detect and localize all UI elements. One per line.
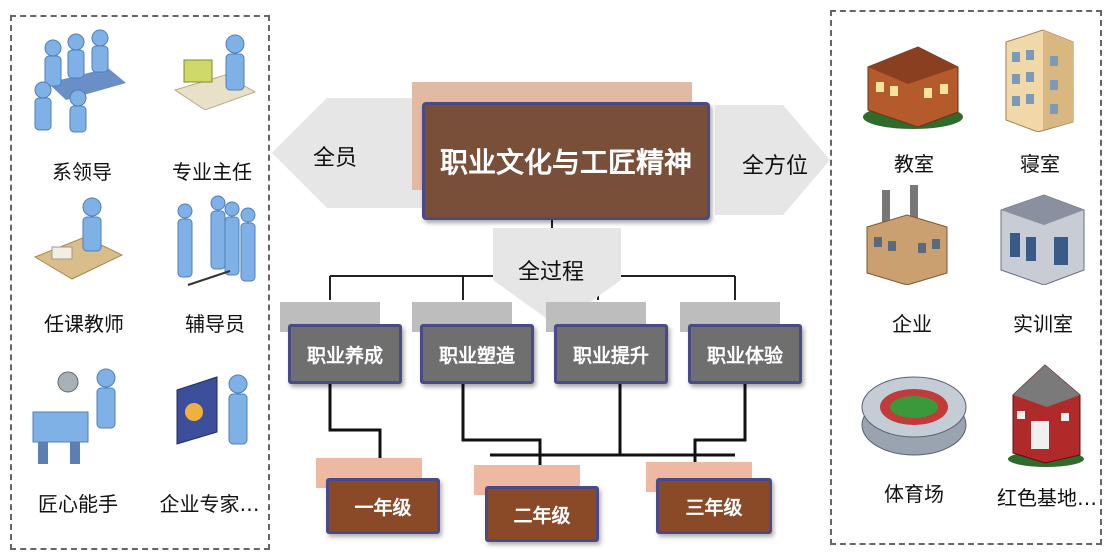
place-label-1: 教室 (894, 152, 934, 176)
desk-teacher-icon (33, 197, 124, 280)
grade-box-3: 三年级 (656, 478, 772, 534)
stage-label: 职业提升 (572, 344, 649, 367)
person-label-1: 系领导 (52, 160, 112, 184)
presenter-icon (176, 374, 248, 445)
down-arrow-label: 全过程 (518, 260, 585, 285)
place-label-6: 红色基地… (997, 486, 1097, 510)
computer-worker-icon (173, 34, 257, 111)
grade-box-2: 二年级 (485, 486, 599, 542)
standing-group-icon (177, 195, 256, 286)
grade-box-1: 一年级 (326, 478, 440, 534)
training-building-icon (1000, 194, 1085, 285)
person-label-5: 匠心能手 (38, 492, 118, 516)
right-arrow-label: 全方位 (742, 154, 809, 179)
grade-label: 二年级 (513, 504, 571, 527)
right-arrow-shape (715, 105, 830, 215)
person-label-4: 辅导员 (185, 312, 245, 336)
factory-icon (866, 185, 948, 285)
stadium-icon (861, 376, 967, 456)
red-barn-icon (1008, 364, 1084, 467)
classroom-building-icon (863, 46, 963, 129)
dormitory-building-icon (1005, 29, 1074, 132)
stage-box-1: 职业养成 (288, 324, 402, 384)
core-title-box: 职业文化与工匠精神 (422, 102, 710, 220)
person-label-6: 企业专家… (159, 492, 260, 516)
stage-box-3: 职业提升 (554, 324, 668, 384)
place-label-4: 实训室 (1013, 312, 1073, 336)
stage-box-4: 职业体验 (688, 324, 802, 384)
stage-box-2: 职业塑造 (420, 324, 534, 384)
down-arrow-shape (493, 228, 621, 326)
meeting-people-icon (34, 29, 126, 133)
left-arrow-shape (272, 98, 422, 208)
stage-label: 职业养成 (306, 344, 383, 367)
grade-label: 一年级 (354, 496, 412, 519)
people-panel (10, 15, 270, 550)
place-label-5: 体育场 (884, 482, 944, 506)
stage-label: 职业塑造 (438, 344, 515, 367)
machine-operator-icon (32, 368, 116, 464)
person-label-3: 任课教师 (44, 312, 124, 336)
stage-label: 职业体验 (706, 344, 783, 367)
core-title: 职业文化与工匠精神 (439, 146, 692, 179)
person-label-2: 专业主任 (172, 160, 252, 184)
place-label-3: 企业 (892, 312, 932, 336)
left-arrow-label: 全员 (313, 146, 358, 171)
places-panel (830, 10, 1102, 545)
grade-label: 三年级 (685, 496, 743, 519)
place-label-2: 寝室 (1020, 152, 1060, 176)
